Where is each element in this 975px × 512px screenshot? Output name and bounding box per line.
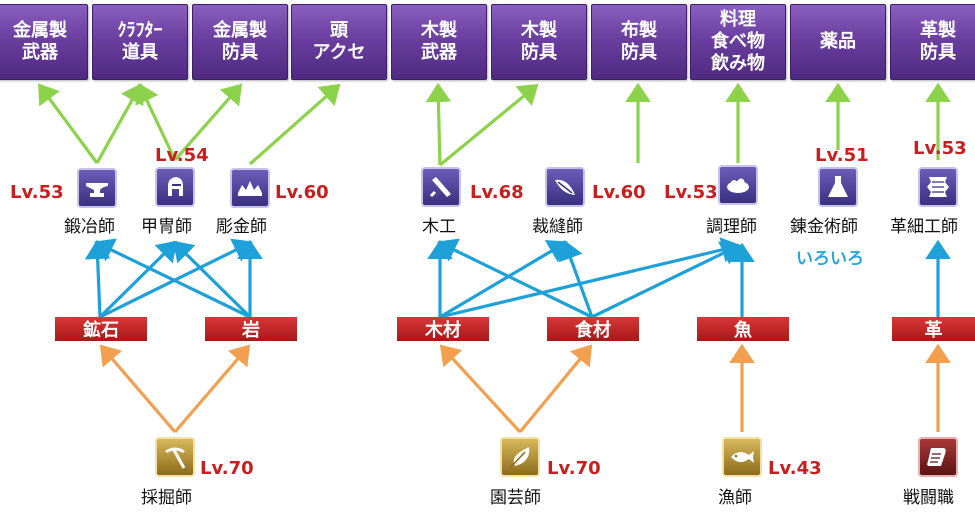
level-blacksmith: Lv.53 <box>10 182 64 203</box>
leaf-icon <box>500 437 540 477</box>
arrow-ore-armorer <box>98 240 178 319</box>
crafter-label-culinarian: 調理師 <box>706 217 757 237</box>
crafter-label-leatherworker: 革細工師 <box>890 217 958 237</box>
material-rock: 岩 <box>205 317 297 341</box>
crafter-label-blacksmith: 鍛冶師 <box>64 217 115 237</box>
category-food-drink: 料理 食べ物 飲み物 <box>690 4 786 80</box>
level-culinarian: Lv.53 <box>664 182 718 203</box>
arrow-carpenter-wood-weapons <box>425 82 452 166</box>
arrow-food-carpenter <box>437 238 593 319</box>
arrow-botanist-wood <box>439 344 522 434</box>
category-wood-armor: 木製 防具 <box>491 4 587 80</box>
material-leather: 革 <box>892 317 975 341</box>
category-medicine: 薬品 <box>790 4 886 80</box>
green-arrows <box>38 82 951 167</box>
needle-icon <box>545 167 585 207</box>
material-fish: 魚 <box>697 317 789 341</box>
arrow-botanist-food <box>518 344 593 434</box>
category-head-accessory: 頭 アクセ <box>291 4 387 80</box>
gatherer-label-miner: 採掘師 <box>141 488 192 508</box>
arrow-armorer-metal-armor <box>173 83 243 162</box>
level-goldsmith: Lv.60 <box>275 182 329 203</box>
material-food: 食材 <box>547 317 639 341</box>
arrow-rock-armorer <box>172 240 252 319</box>
crafter-label-weaver: 裁縫師 <box>532 217 583 237</box>
level-botanist: Lv.70 <box>547 458 601 479</box>
arrow-miner-rock <box>173 344 251 434</box>
alchemist-note: いろいろ <box>796 249 864 269</box>
arrow-wood-culinarian <box>439 237 742 319</box>
level-alchemist: Lv.51 <box>815 145 869 166</box>
category-metal-armor: 金属製 防具 <box>192 4 288 80</box>
crafter-label-carpenter: 木工 <box>422 217 456 237</box>
arrow-armorer-crafter-tools <box>135 83 177 161</box>
gatherer-label-combatant: 戦闘職 <box>903 488 954 508</box>
arrow-goldsmith-head-accessory <box>248 83 341 166</box>
material-wood: 木材 <box>397 317 489 341</box>
arrow-rock-blacksmith <box>94 238 251 319</box>
arrow-blacksmith-crafter-tools <box>95 83 144 164</box>
flask-icon <box>818 167 858 207</box>
orange-arrows <box>99 343 951 434</box>
gatherer-label-botanist: 園芸師 <box>490 488 541 508</box>
crafter-label-goldsmith: 彫金師 <box>216 217 267 237</box>
blue-arrows <box>84 237 951 319</box>
helmet-icon <box>155 167 195 207</box>
category-wood-weapons: 木製 武器 <box>391 4 487 80</box>
crafter-label-armorer: 甲冑師 <box>141 217 192 237</box>
level-carpenter: Lv.68 <box>470 182 524 203</box>
anvil-icon <box>77 168 117 208</box>
fish-icon <box>722 437 762 477</box>
arrow-ore-blacksmith <box>84 239 111 318</box>
level-miner: Lv.70 <box>200 458 254 479</box>
arrow-food-weaver <box>558 239 594 318</box>
arrow-carpenter-wood-armor <box>438 83 539 167</box>
pickaxe-icon <box>155 437 195 477</box>
gatherer-label-fisher: 漁師 <box>718 488 752 508</box>
material-ore: 鉱石 <box>55 317 147 341</box>
crafter-label-alchemist: 錬金術師 <box>790 217 858 237</box>
level-leatherworker: Lv.53 <box>913 138 967 159</box>
level-weaver: Lv.60 <box>592 182 646 203</box>
category-cloth-armor: 布製 防具 <box>591 4 687 80</box>
hide-icon <box>918 167 958 207</box>
tiara-icon <box>230 168 270 208</box>
arrow-blacksmith-metal-weapons <box>38 83 99 164</box>
dish-icon <box>718 165 758 205</box>
arrow-miner-ore <box>99 344 177 434</box>
level-fisher: Lv.43 <box>768 458 822 479</box>
arrow-wood-weaver <box>439 240 568 319</box>
arrow-food-culinarian <box>591 241 741 319</box>
saw-icon <box>421 167 461 207</box>
category-crafter-tools: ｸﾗﾌﾀｰ 道具 <box>92 4 188 80</box>
category-metal-weapons: 金属製 武器 <box>0 4 88 80</box>
scroll-icon <box>918 437 958 477</box>
level-armorer: Lv.54 <box>155 145 209 166</box>
category-leather-armor: 革製 防具 <box>890 4 975 80</box>
